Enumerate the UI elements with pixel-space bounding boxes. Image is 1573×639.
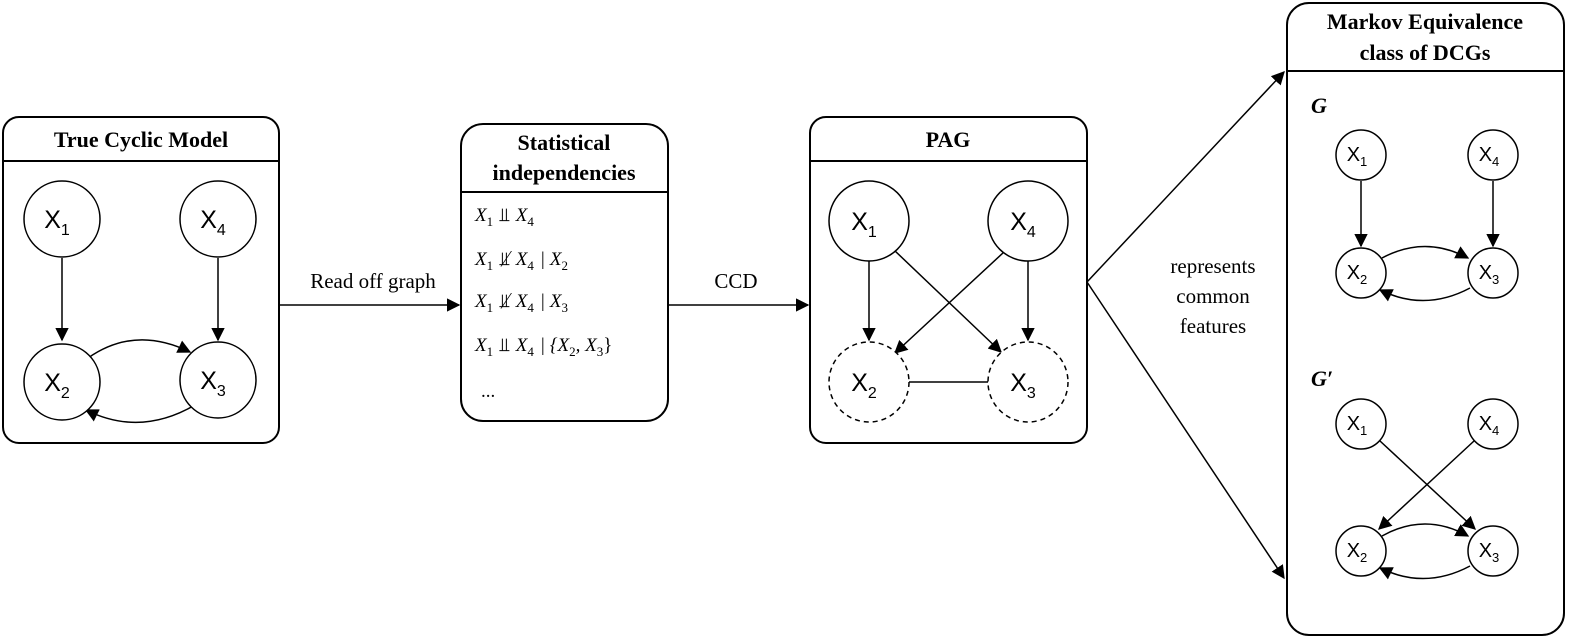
g-edge-x3-x2: [1378, 287, 1471, 302]
node-x2: X2: [23, 343, 101, 421]
svg-text:X4: X4: [1479, 413, 1500, 438]
independencies-title-line2: independencies: [492, 160, 635, 185]
pag-node-x2: X2: [828, 341, 910, 423]
edge-x3-x2: [84, 404, 196, 424]
g-node-x1: X1: [1335, 129, 1387, 181]
gp-node-x2: X2: [1335, 525, 1387, 577]
g-node-x2: X2: [1335, 247, 1387, 299]
svg-text:X3: X3: [1479, 540, 1500, 565]
edge-x2-x3: [87, 339, 192, 359]
svg-text:X3: X3: [200, 367, 226, 400]
independencies-box: [460, 123, 669, 422]
gp-edge-x2-x3: [1381, 523, 1470, 537]
arrow-to-markov-bottom: [1086, 281, 1285, 580]
svg-text:X3: X3: [1010, 369, 1036, 402]
markov-title-line1: Markov Equivalence: [1327, 9, 1523, 34]
pag-node-x3: X3: [987, 341, 1069, 423]
svg-text:X4: X4: [200, 206, 226, 239]
graph-g-prime-label: G′: [1311, 366, 1333, 391]
gp-node-x1: X1: [1335, 398, 1387, 450]
svg-text:X1: X1: [1347, 144, 1368, 169]
true-cyclic-model-panel: True Cyclic Model X1 X4 X2 X3: [2, 116, 280, 444]
gp-node-x4: X4: [1467, 398, 1519, 450]
pag-node-x1: X1: [828, 180, 910, 262]
g-node-x3: X3: [1467, 247, 1519, 299]
label-represents-line3: features: [1180, 314, 1246, 338]
independence-row-4: X1⫫X4| {X2, X3}: [474, 335, 612, 359]
svg-text:X2: X2: [1347, 262, 1368, 287]
svg-text:X1: X1: [1347, 413, 1368, 438]
independencies-title-line1: Statistical: [518, 130, 611, 155]
svg-text:X3: X3: [1479, 262, 1500, 287]
svg-text:X4: X4: [1479, 144, 1500, 169]
markov-box: [1286, 2, 1565, 636]
label-ccd: CCD: [714, 269, 757, 293]
g-node-x4: X4: [1467, 129, 1519, 181]
gp-edge-x4-x2: [1378, 440, 1475, 530]
label-read-off-graph: Read off graph: [310, 269, 436, 293]
svg-text:X1: X1: [44, 206, 70, 239]
independence-row-3: X1⫫̸X4| X3: [474, 291, 568, 315]
svg-text:X2: X2: [851, 369, 877, 402]
gp-node-x3: X3: [1467, 525, 1519, 577]
independence-row-2: X1⫫̸X4| X2: [474, 249, 568, 273]
node-x3: X3: [179, 341, 257, 419]
pag-node-x4: X4: [987, 180, 1069, 262]
arrow-to-markov-top: [1086, 71, 1285, 283]
independencies-panel: Statistical independencies X1⫫X4 X1⫫̸X4|…: [460, 123, 669, 422]
markov-equivalence-panel: Markov Equivalence class of DCGs G X1 X4…: [1286, 2, 1565, 636]
independence-row-1: X1⫫X4: [474, 205, 534, 229]
svg-text:X4: X4: [1010, 208, 1036, 241]
node-x1: X1: [23, 180, 101, 258]
markov-title-line2: class of DCGs: [1360, 40, 1491, 65]
label-represents-line2: common: [1176, 284, 1250, 308]
node-x4: X4: [179, 180, 257, 258]
svg-text:X1: X1: [851, 208, 877, 241]
pag-title: PAG: [926, 127, 971, 152]
label-represents-line1: represents: [1170, 254, 1255, 278]
pag-edge-x4-x2: [894, 251, 1005, 354]
true-model-title: True Cyclic Model: [54, 127, 228, 152]
svg-text:X2: X2: [44, 369, 70, 402]
pag-edge-x1-x3: [893, 249, 1002, 353]
graph-g-label: G: [1311, 93, 1327, 118]
svg-text:X2: X2: [1347, 540, 1368, 565]
g-edge-x2-x3: [1381, 245, 1470, 259]
independencies-ellipsis: ...: [481, 381, 495, 402]
gp-edge-x3-x2: [1378, 565, 1471, 580]
pag-panel: PAG X1 X4 X2 X3: [809, 116, 1088, 444]
